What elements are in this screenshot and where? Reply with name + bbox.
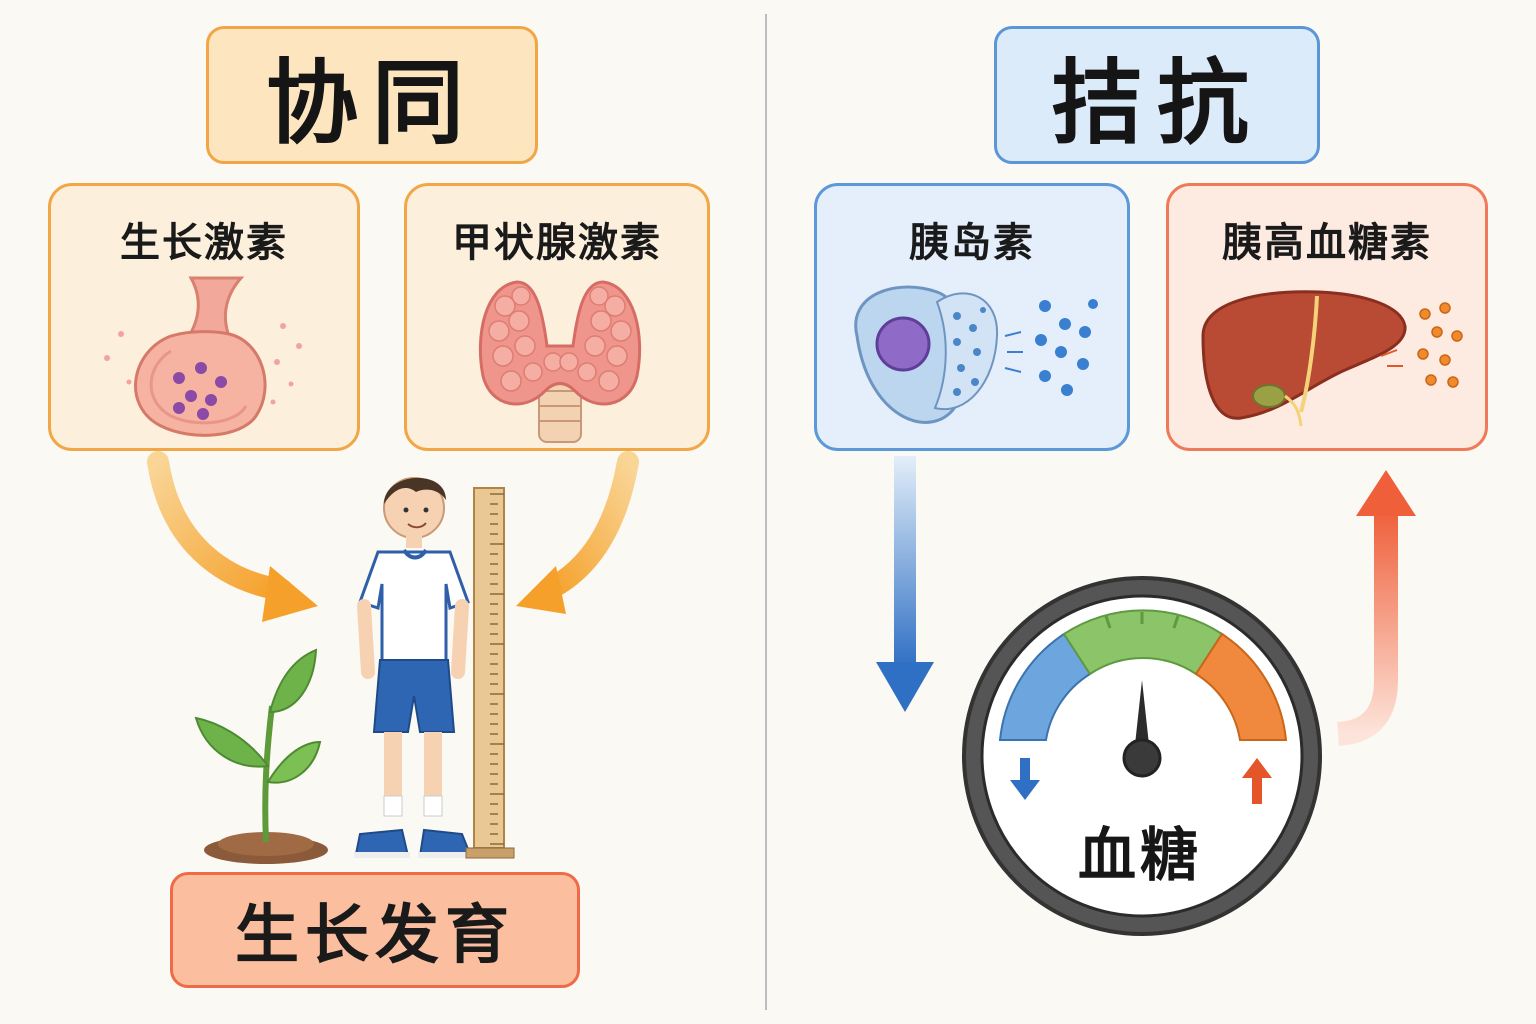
synergy-arrows bbox=[147, 451, 639, 622]
growth-hormone-label: 生长激素 bbox=[120, 220, 288, 266]
growth-hormone-card: 生长激素 bbox=[48, 183, 360, 451]
blood-sugar-gauge-icon bbox=[962, 576, 1322, 936]
thyroid-gland-icon bbox=[478, 280, 642, 443]
height-ruler-icon bbox=[465, 487, 515, 859]
synergy-title: 协同 bbox=[206, 26, 538, 164]
glucagon-card: 胰高血糖素 bbox=[1166, 183, 1488, 451]
decrease-arrow-icon bbox=[876, 456, 934, 712]
liver-icon bbox=[1201, 290, 1463, 427]
pancreatic-cell-icon bbox=[854, 285, 1098, 424]
pituitary-gland-icon bbox=[104, 276, 302, 437]
insulin-card: 胰岛素 bbox=[814, 183, 1130, 451]
growth-development-result: 生长发育 bbox=[170, 872, 580, 988]
sprout-icon bbox=[194, 648, 328, 864]
blood-sugar-label: 血糖 bbox=[1077, 821, 1202, 889]
arrow-left-curved-icon bbox=[147, 451, 293, 601]
thyroid-hormone-label: 甲状腺激素 bbox=[452, 220, 662, 266]
antagonism-title: 拮抗 bbox=[994, 26, 1320, 164]
glucagon-label: 胰高血糖素 bbox=[1222, 220, 1432, 266]
insulin-label: 胰岛素 bbox=[909, 220, 1035, 266]
thyroid-hormone-card: 甲状腺激素 bbox=[404, 183, 710, 451]
section-divider bbox=[765, 14, 767, 1010]
boy-icon bbox=[354, 477, 472, 858]
increase-arrow-icon bbox=[1336, 470, 1416, 746]
arrow-right-curved-icon bbox=[537, 451, 639, 601]
